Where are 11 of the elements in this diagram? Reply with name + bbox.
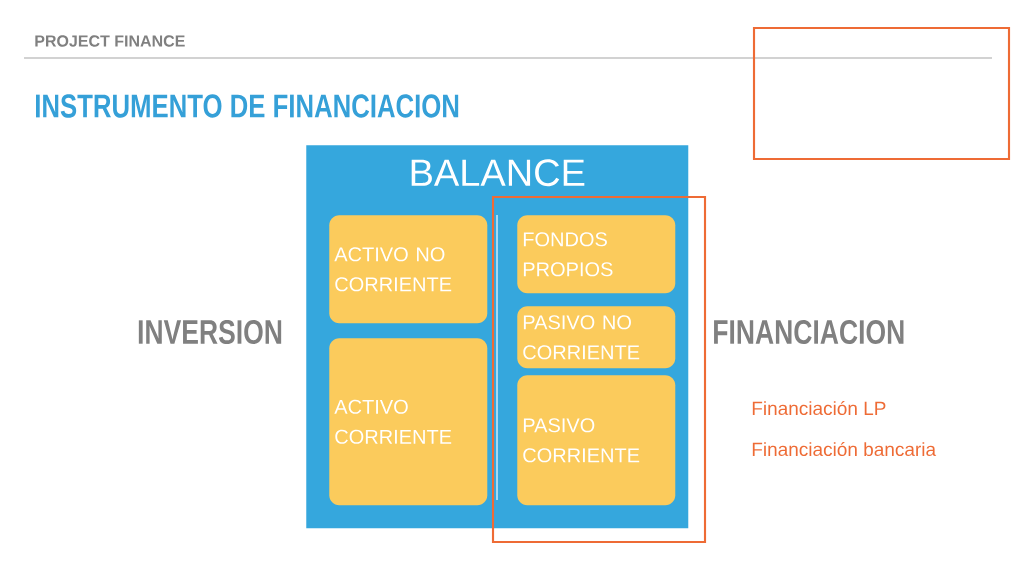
note-text: Financiación LP	[752, 400, 886, 416]
slide-title: INSTRUMENTO DE FINANCIACION	[36, 94, 459, 118]
account-box: ACTIVO CORRIENTE	[329, 338, 488, 506]
side-heading: INVERSION	[138, 320, 282, 345]
account-box: ACTIVO NO CORRIENTE	[329, 215, 488, 324]
account-box: PASIVO CORRIENTE	[517, 375, 676, 506]
note-text: Financiación bancaria	[752, 441, 937, 457]
side-heading: FINANCIACION	[714, 320, 904, 345]
account-box: FONDOS PROPIOS	[517, 215, 676, 294]
account-box: PASIVO NO CORRIENTE	[517, 306, 676, 369]
header-text: PROJECT FINANCE	[35, 35, 185, 47]
